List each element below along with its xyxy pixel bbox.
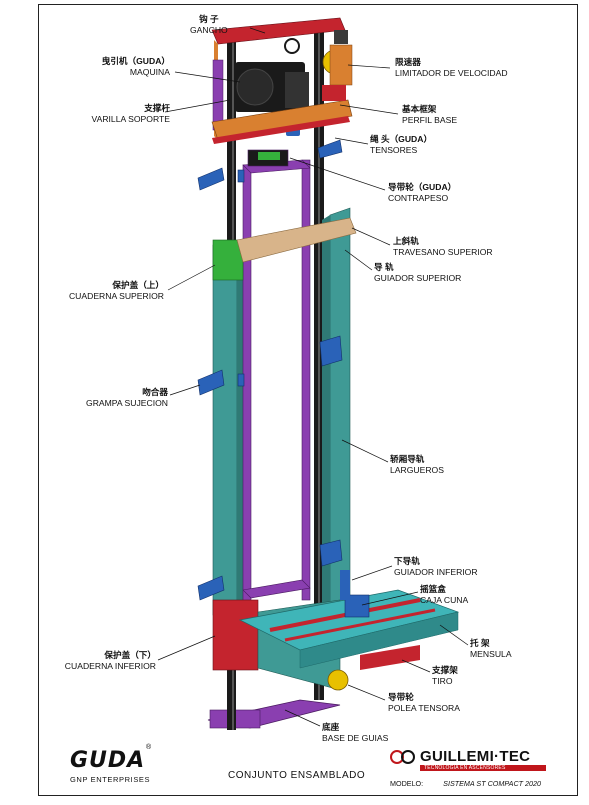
label-zh: 保护盖（下） bbox=[104, 650, 156, 660]
guillemitec-logo-text: GUILLEMI·TEC bbox=[390, 748, 556, 765]
label-es: TIRO bbox=[432, 675, 453, 686]
drawing-frame bbox=[38, 4, 578, 796]
label-cuaderna-superior: 保护盖（上） CUADERNA SUPERIOR bbox=[60, 280, 164, 301]
label-es: LIMITADOR DE VELOCIDAD bbox=[395, 67, 508, 78]
model-label: MODELO: bbox=[390, 779, 424, 788]
guillemitec-name: GUILLEMI·TEC bbox=[420, 748, 531, 765]
label-contrapeso: 导带轮（GUDA） CONTRAPESO bbox=[388, 182, 456, 203]
label-largueros: 轿厢导轨 LARGUEROS bbox=[390, 454, 444, 475]
label-es: TENSORES bbox=[370, 144, 418, 155]
label-zh: 导带轮 bbox=[388, 692, 414, 702]
label-zh: 基本框架 bbox=[402, 104, 437, 114]
lower-structure bbox=[212, 570, 460, 691]
label-zh: 曳引机（GUDA） bbox=[101, 56, 170, 66]
guillemitec-tagline: TECNOLOGIA EN ASCENSORES bbox=[420, 765, 546, 771]
travesano-beam bbox=[236, 217, 357, 263]
green-cap bbox=[212, 239, 244, 281]
guillemitec-emblem-icon bbox=[390, 749, 415, 764]
label-zh: 吻合器 bbox=[142, 387, 168, 397]
label-zh: 上斜轨 bbox=[393, 236, 419, 246]
label-zh: 摇篮盒 bbox=[420, 584, 446, 594]
label-es: LARGUEROS bbox=[390, 464, 444, 475]
label-grampa: 吻合器 GRAMPA SUJECION bbox=[70, 387, 168, 408]
label-tiro: 支撑架 TIRO bbox=[432, 665, 458, 686]
label-zh: 下导轨 bbox=[394, 556, 420, 566]
top-structure bbox=[211, 17, 353, 144]
label-es: BASE DE GUIAS bbox=[322, 732, 389, 743]
label-perfil: 基本框架 PERFIL BASE bbox=[402, 104, 457, 125]
label-varilla: 支撑杆 VARILLA SOPORTE bbox=[60, 103, 171, 124]
model-line: MODELO: SISTEMA ST COMPACT 2020 bbox=[390, 779, 541, 788]
label-zh: 托 架 bbox=[470, 638, 490, 648]
label-es: TRAVESANO SUPERIOR bbox=[393, 246, 493, 257]
guda-logo-text: GUDA bbox=[70, 748, 146, 773]
label-limitador: 限速器 LIMITADOR DE VELOCIDAD bbox=[395, 57, 508, 78]
label-zh: 支撑杆 bbox=[144, 103, 170, 113]
guda-subtitle: GNP ENTERPRISES bbox=[70, 775, 151, 784]
label-es: CUADERNA SUPERIOR bbox=[68, 290, 164, 301]
label-es: CAJA CUNA bbox=[420, 594, 469, 605]
label-es: GANCHO bbox=[190, 24, 228, 35]
drawing-title: CONJUNTO ENSAMBLADO bbox=[228, 770, 366, 781]
label-es: GUIADOR INFERIOR bbox=[394, 566, 478, 577]
teal-column-right bbox=[322, 207, 351, 610]
label-cuaderna-inferior: 保护盖（下） CUADERNA INFERIOR bbox=[56, 650, 156, 671]
label-zh: 保护盖（上） bbox=[112, 280, 164, 290]
label-travesano: 上斜轨 TRAVESANO SUPERIOR bbox=[393, 236, 493, 257]
label-zh: 支撑架 bbox=[432, 665, 458, 675]
label-gancho: 钩 子 GANCHO bbox=[190, 14, 228, 35]
label-tensores: 绳 头（GUDA） TENSORES bbox=[370, 134, 432, 155]
label-zh: 限速器 bbox=[395, 57, 421, 67]
guda-logo: GUDA ® bbox=[70, 744, 151, 773]
label-zh: 钩 子 bbox=[199, 14, 219, 24]
model-value: SISTEMA ST COMPACT 2020 bbox=[443, 779, 542, 788]
label-zh: 导 轨 bbox=[374, 262, 394, 272]
leader-lines bbox=[157, 27, 469, 727]
label-es: GUIADOR SUPERIOR bbox=[374, 272, 462, 283]
label-es: CONTRAPESO bbox=[388, 192, 449, 203]
blue-clamps bbox=[197, 139, 343, 601]
label-mensula: 托 架 MENSULA bbox=[470, 638, 512, 659]
label-zh: 底座 bbox=[322, 722, 340, 732]
purple-car-frame bbox=[242, 149, 311, 606]
label-polea: 导带轮 POLEA TENSORA bbox=[388, 692, 460, 713]
label-zh: 轿厢导轨 bbox=[390, 454, 425, 464]
label-zh: 绳 头（GUDA） bbox=[370, 134, 433, 144]
label-es: GRAMPA SUJECION bbox=[86, 397, 168, 408]
label-caja-cuna: 摇篮盒 CAJA CUNA bbox=[420, 584, 468, 605]
label-es: MAQUINA bbox=[129, 66, 170, 77]
label-base: 底座 BASE DE GUIAS bbox=[322, 722, 388, 743]
label-es: PERFIL BASE bbox=[402, 114, 458, 125]
label-es: VARILLA SOPORTE bbox=[91, 113, 171, 124]
guillemitec-logo: GUILLEMI·TEC TECNOLOGIA EN ASCENSORES bbox=[390, 748, 556, 771]
label-es: POLEA TENSORA bbox=[388, 702, 460, 713]
label-zh: 导带轮（GUDA） bbox=[388, 182, 457, 192]
label-es: MENSULA bbox=[470, 648, 512, 659]
teal-column-left bbox=[212, 244, 245, 616]
label-guiador-inferior: 下导轨 GUIADOR INFERIOR bbox=[394, 556, 478, 577]
label-guiador-superior: 导 轨 GUIADOR SUPERIOR bbox=[374, 262, 461, 283]
label-es: CUADERNA INFERIOR bbox=[64, 660, 156, 671]
label-maquina: 曳引机（GUDA） MAQUINA bbox=[90, 56, 170, 77]
registered-mark: ® bbox=[146, 744, 152, 751]
